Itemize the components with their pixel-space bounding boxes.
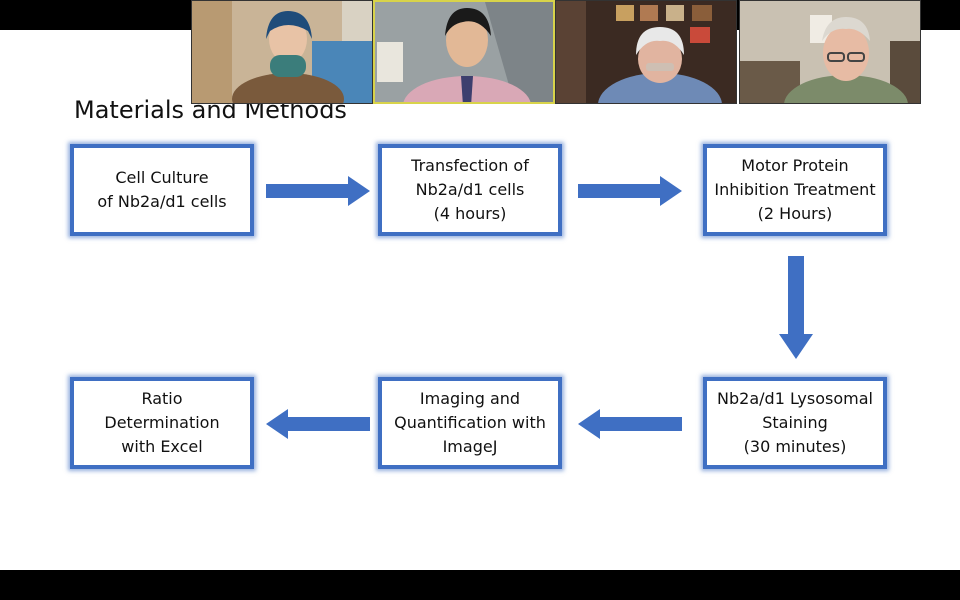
video-tile-participant-2[interactable] bbox=[373, 0, 555, 104]
step-label: Motor Protein Inhibition Treatment (2 Ho… bbox=[714, 156, 876, 223]
step-motor-protein: Motor Protein Inhibition Treatment (2 Ho… bbox=[703, 144, 887, 236]
video-strip bbox=[191, 0, 922, 104]
video-tile-participant-4[interactable] bbox=[739, 0, 921, 104]
participant-video bbox=[192, 1, 372, 103]
arrow-left-icon bbox=[578, 409, 682, 439]
arrow-down-icon bbox=[779, 256, 813, 359]
participant-video bbox=[556, 1, 736, 103]
participant-video bbox=[375, 2, 553, 102]
step-label: Cell Culture of Nb2a/d1 cells bbox=[97, 168, 227, 211]
step-label: Ratio Determination with Excel bbox=[104, 389, 220, 456]
step-label: Transfection of Nb2a/d1 cells (4 hours) bbox=[411, 156, 529, 223]
video-tile-participant-3[interactable] bbox=[555, 0, 737, 104]
arrow-right-icon bbox=[578, 176, 682, 206]
bottom-bar bbox=[0, 570, 960, 600]
participant-video bbox=[740, 1, 920, 103]
arrow-right-icon bbox=[266, 176, 370, 206]
step-ratio: Ratio Determination with Excel bbox=[70, 377, 254, 469]
step-transfection: Transfection of Nb2a/d1 cells (4 hours) bbox=[378, 144, 562, 236]
presentation-slide: Materials and Methods Cell Culture of Nb… bbox=[0, 30, 960, 570]
step-label: Nb2a/d1 Lysosomal Staining (30 minutes) bbox=[717, 389, 873, 456]
arrow-left-icon bbox=[266, 409, 370, 439]
step-cell-culture: Cell Culture of Nb2a/d1 cells bbox=[70, 144, 254, 236]
step-lysosomal-staining: Nb2a/d1 Lysosomal Staining (30 minutes) bbox=[703, 377, 887, 469]
step-label: Imaging and Quantification with ImageJ bbox=[394, 389, 546, 456]
video-tile-participant-1[interactable] bbox=[191, 0, 373, 104]
step-imaging: Imaging and Quantification with ImageJ bbox=[378, 377, 562, 469]
